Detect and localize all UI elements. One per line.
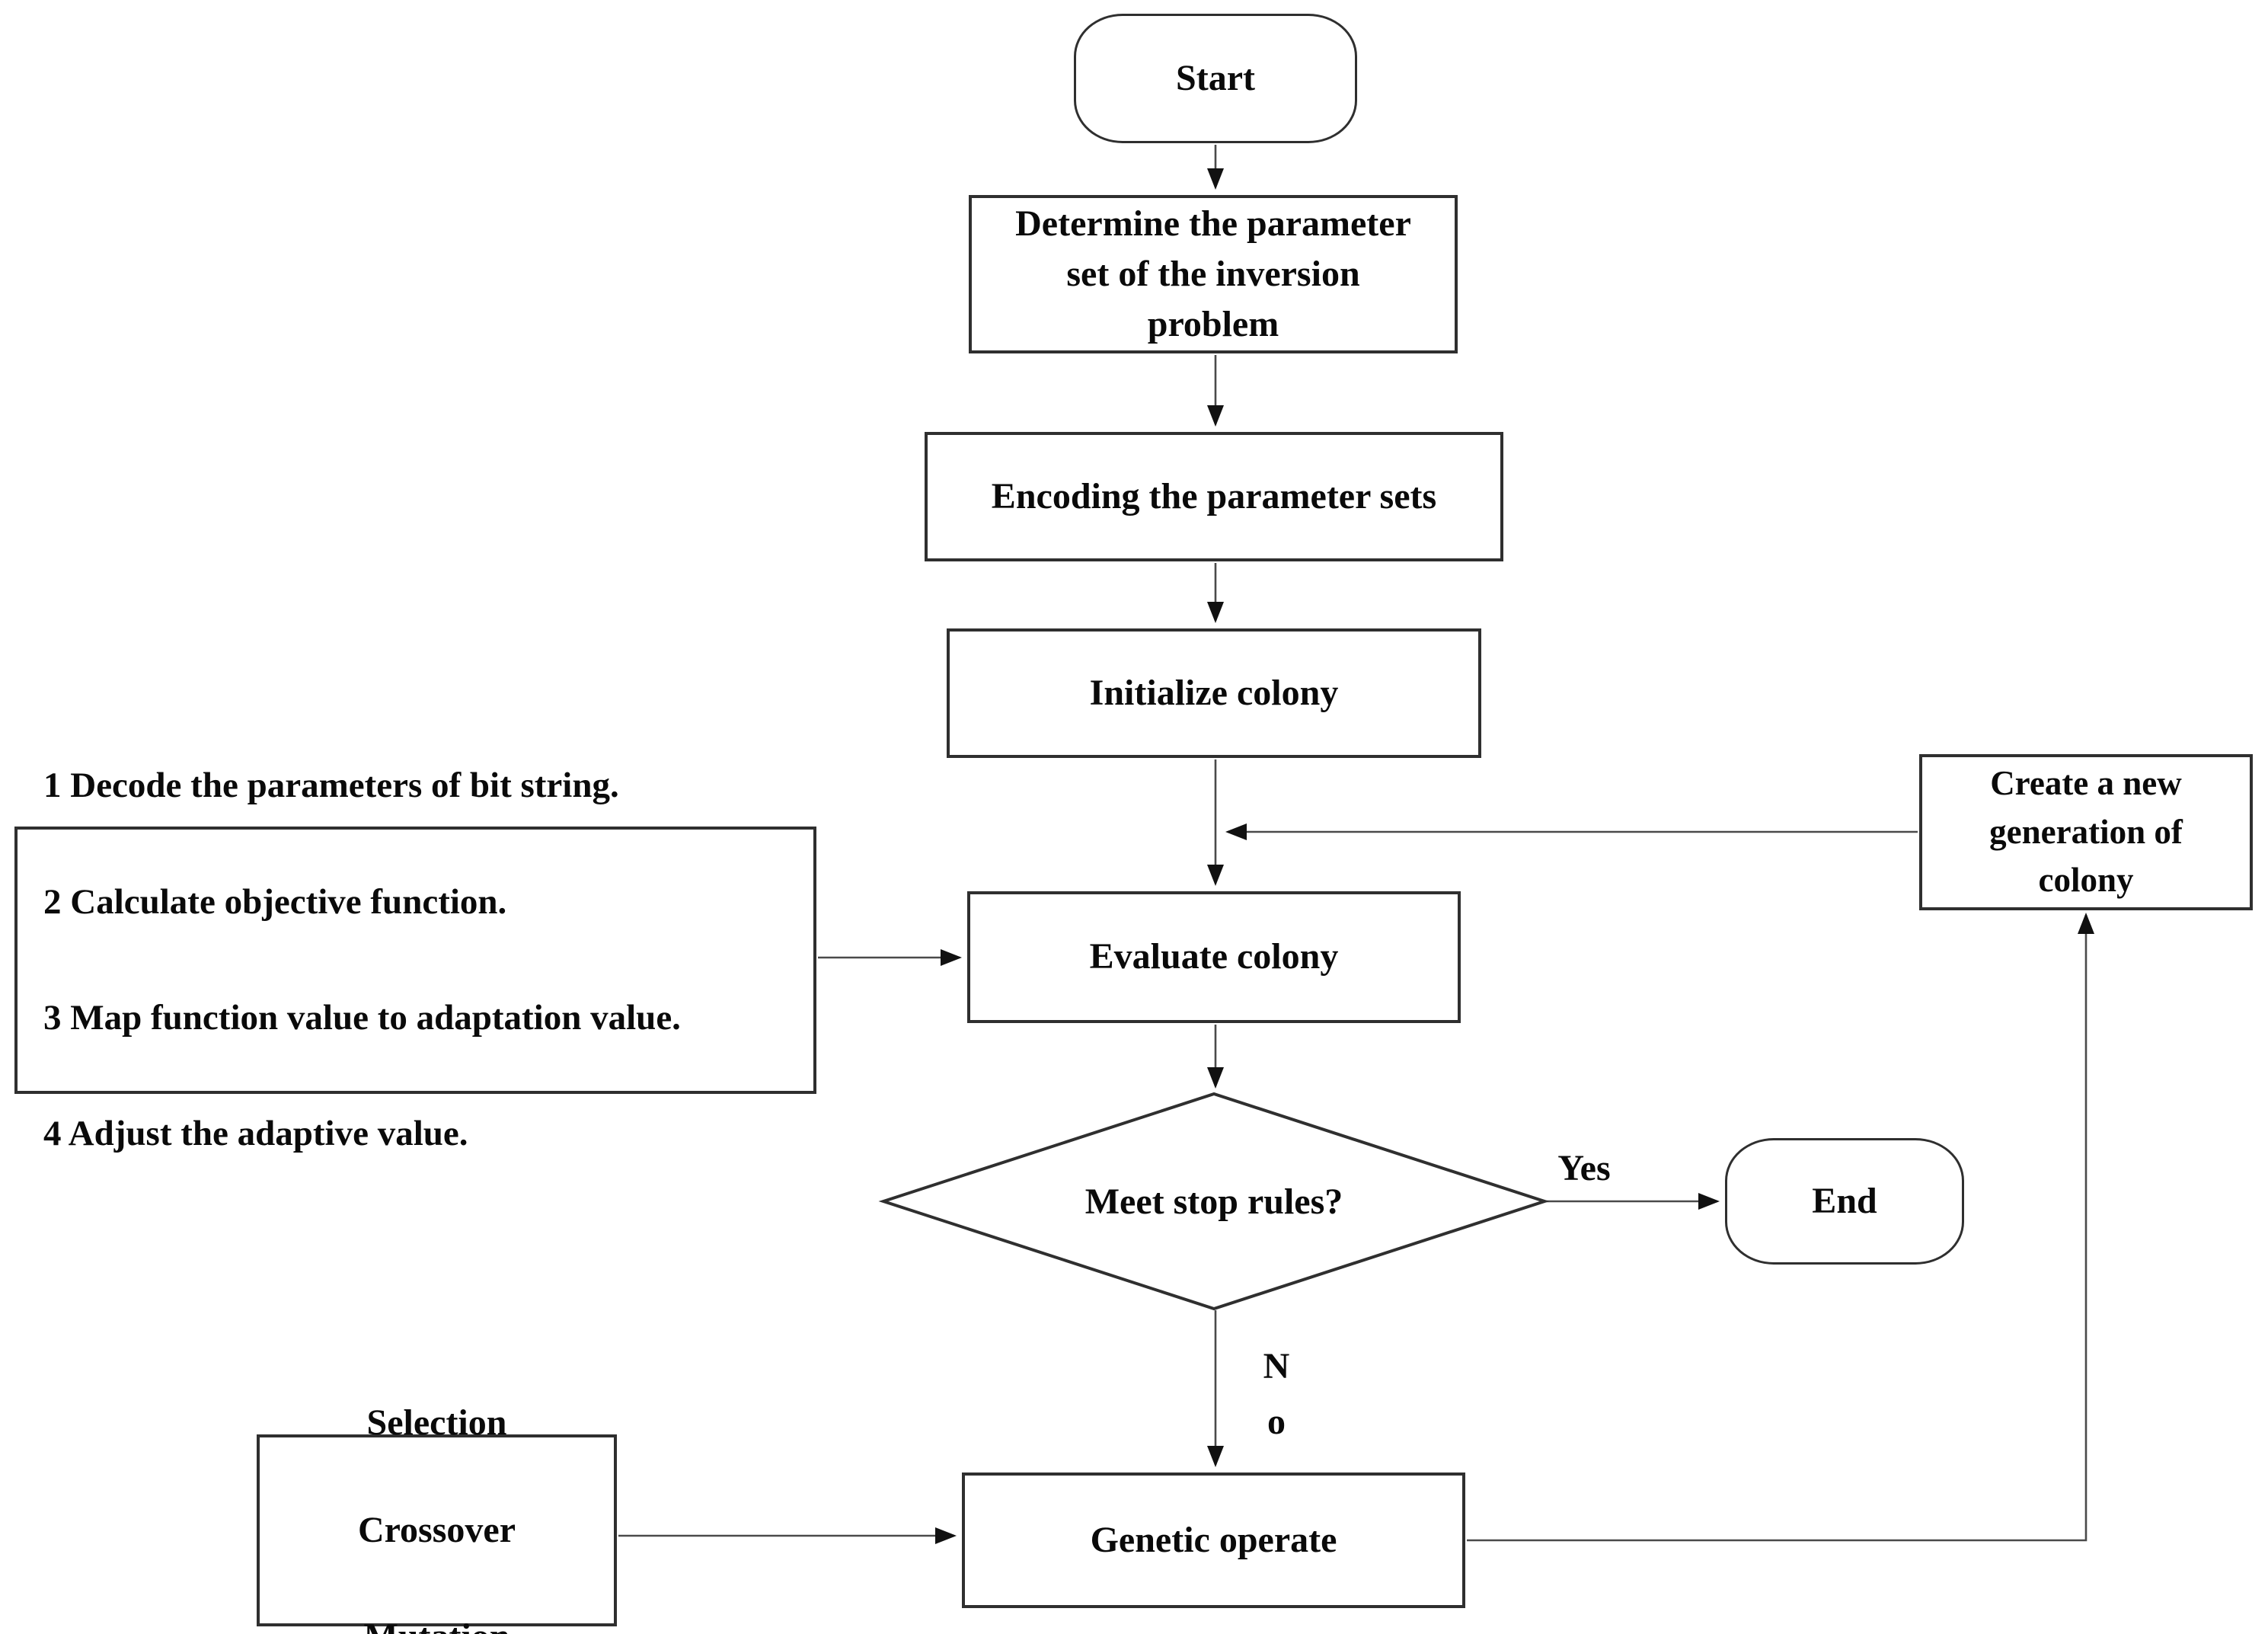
node-evaluate-label: Evaluate colony — [1089, 936, 1339, 977]
evaluation-steps-lines: 1 Decode the parameters of bit string. 2… — [43, 704, 681, 1217]
evaluation-step-2: 2 Calculate objective function. — [43, 881, 507, 922]
node-genetic-label: Genetic operate — [1090, 1519, 1337, 1560]
operator-crossover: Crossover — [357, 1509, 516, 1550]
node-evaluation-steps: 1 Decode the parameters of bit string. 2… — [14, 766, 816, 1153]
node-start: Start — [1074, 14, 1357, 143]
operator-selection: Selection — [366, 1402, 507, 1444]
node-create-new-generation: Create a new generation of colony — [1919, 754, 2253, 910]
node-genetic-operate: Genetic operate — [962, 1473, 1465, 1608]
node-initialize-label: Initialize colony — [1089, 672, 1339, 713]
evaluation-step-3: 3 Map function value to adaptation value… — [43, 997, 681, 1038]
node-evaluate-colony: Evaluate colony — [967, 891, 1461, 1023]
node-end-label: End — [1812, 1180, 1877, 1221]
node-encoding: Encoding the parameter sets — [925, 432, 1503, 561]
node-start-label: Start — [1176, 57, 1255, 98]
node-determine-parameters: Determine the parameter set of the inver… — [969, 195, 1458, 353]
edge-genetic-to-create — [1467, 913, 2094, 1542]
evaluation-step-1: 1 Decode the parameters of bit string. — [43, 766, 619, 806]
edge-label-no: N o — [1263, 1346, 1290, 1442]
node-genetic-operators: Selection Crossover Mutation — [257, 1402, 617, 1634]
decision-diamond-shape — [878, 1092, 1550, 1311]
node-create-label: Create a new generation of colony — [1989, 763, 2183, 900]
node-end: End — [1725, 1138, 1964, 1265]
evaluation-step-4: 4 Adjust the adaptive value. — [43, 1114, 468, 1154]
node-decision-meet-stop-rules: Meet stop rules? — [883, 1094, 1544, 1309]
operator-mutation: Mutation — [358, 1609, 516, 1634]
node-initialize-colony: Initialize colony — [947, 628, 1481, 758]
genetic-operators-lines: Selection Crossover Mutation — [358, 1345, 516, 1634]
node-encoding-label: Encoding the parameter sets — [991, 475, 1437, 516]
node-determine-label: Determine the parameter set of the inver… — [1015, 203, 1411, 345]
decision-label: Meet stop rules? — [1084, 1181, 1343, 1222]
edge-label-yes: Yes — [1557, 1148, 1611, 1188]
